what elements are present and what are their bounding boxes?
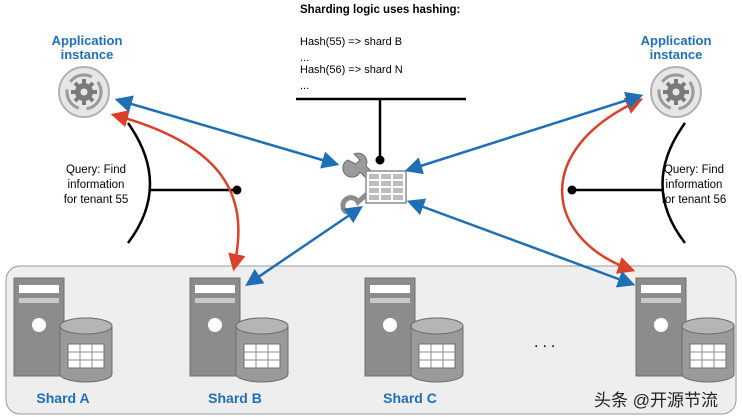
shard-n-server-icon	[635, 277, 735, 383]
logic-line-1: Hash(55) => shard B	[300, 36, 403, 48]
app-right-title-line-2: instance	[649, 47, 703, 62]
query-left-line-3: for tenant 55	[63, 194, 129, 206]
shard-c-server-icon	[364, 277, 464, 383]
shard-b-label: Shard B	[208, 390, 262, 406]
app-instance-left-title: Application instance	[37, 34, 137, 62]
lookup-arrow-shard-n	[406, 198, 636, 288]
logic-line-3: Hash(56) => shard N	[300, 64, 403, 76]
logic-line-4: ...	[300, 80, 310, 92]
query-right-line-1: Query: Find	[663, 164, 725, 176]
route-arrow-right	[560, 97, 644, 274]
query-right-line-2: information	[665, 179, 723, 191]
shard-b-server-icon	[189, 277, 289, 383]
lookup-arrow-app-left	[114, 95, 340, 169]
watermark-text: 头条 @开源节流	[594, 391, 718, 410]
app-instance-right-icon	[650, 66, 702, 118]
app-left-title-line-1: Application	[51, 33, 123, 48]
app-left-title-line-2: instance	[60, 47, 114, 62]
app-right-title-line-1: Application	[640, 33, 712, 48]
query-joint-right	[567, 185, 577, 195]
query-left-line-2: information	[67, 179, 125, 191]
query-left-line-1: Query: Find	[65, 164, 127, 176]
app-instance-left-icon	[58, 66, 110, 118]
more-shards-ellipsis: ...	[534, 334, 560, 351]
shard-c-label: Shard C	[383, 390, 437, 406]
routing-table-icon	[365, 170, 407, 204]
logic-title: Sharding logic uses hashing:	[300, 4, 461, 16]
query-bracket-right	[661, 122, 687, 244]
query-left-label: Query: Find information for tenant 55	[48, 163, 144, 208]
shard-a-server-icon	[13, 277, 113, 383]
logic-joint	[375, 155, 385, 165]
query-joint-left	[232, 185, 242, 195]
query-right-label: Query: Find information for tenant 56	[646, 163, 742, 208]
shard-a-label: Shard A	[36, 390, 90, 406]
app-instance-right-title: Application instance	[626, 34, 726, 62]
lookup-arrow-shard-b	[245, 206, 363, 286]
logic-line-2: ...	[300, 52, 310, 64]
query-right-line-3: for tenant 56	[661, 194, 727, 206]
lookup-arrow-app-right	[404, 91, 644, 175]
